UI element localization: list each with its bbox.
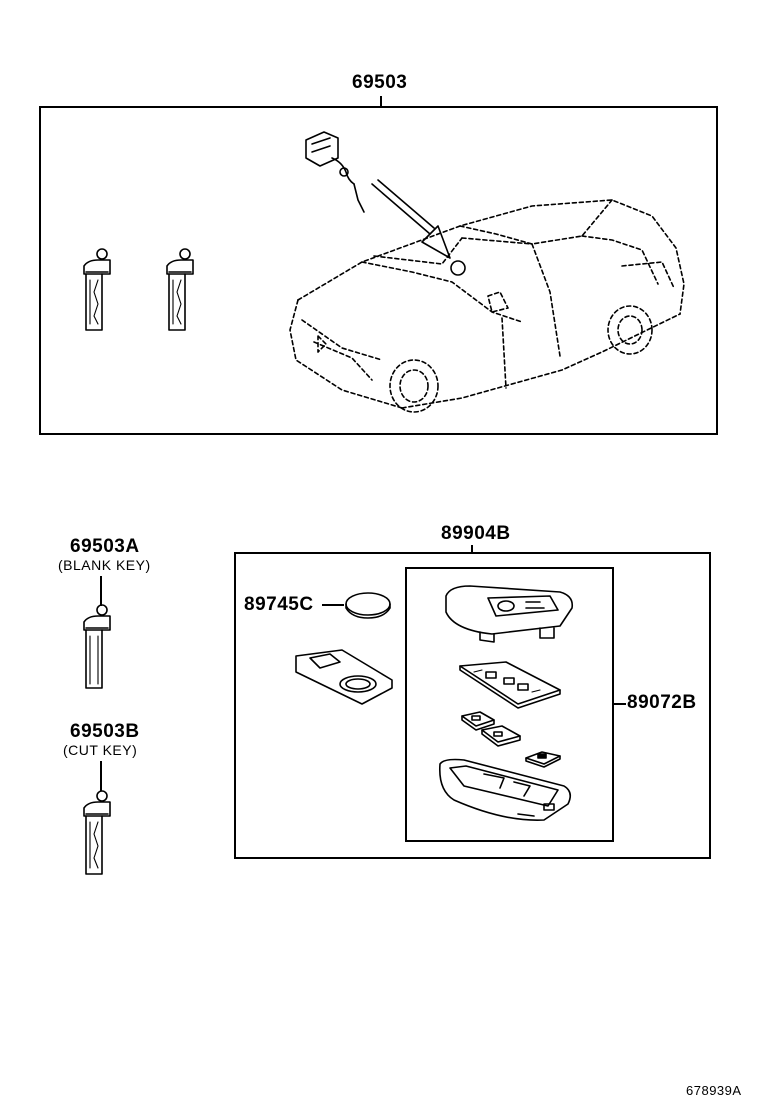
assembly-box-89904B [234,552,711,859]
figure-reference: 678939A [686,1083,742,1098]
vehicle-icon [289,199,685,413]
label-89072B: 89072B [627,692,697,713]
desc-cut-key: (CUT KEY) [63,742,138,758]
button-part-icon [525,751,561,768]
label-89904B: 89904B [441,523,511,544]
label-69503B: 69503B [70,721,140,742]
location-arrow-icon [371,179,451,259]
coin-battery-icon [345,592,391,619]
label-69503A: 69503A [70,536,140,557]
label-69503: 69503 [352,72,408,93]
key-fob-cover-icon [445,585,574,643]
key-blade-icon [166,248,194,331]
switch-part-icon [481,725,521,747]
key-fob-case-icon [438,758,572,821]
leader-69503A [100,576,102,606]
leader-89745C [322,604,344,606]
key-blade-icon [83,248,111,331]
battery-holder-icon [295,649,393,705]
lock-cylinder-icon [305,131,365,213]
circuit-board-icon [459,661,561,709]
leader-89904B [471,545,473,554]
cut-key-icon [83,790,111,875]
desc-blank-key: (BLANK KEY) [58,557,151,573]
leader-69503 [380,96,382,108]
leader-89072B [612,703,626,705]
blank-key-icon [83,604,111,689]
leader-69503B [100,761,102,791]
assembly-box-69503 [39,106,718,435]
switch-part-icon [461,711,495,731]
label-89745C: 89745C [244,594,314,615]
